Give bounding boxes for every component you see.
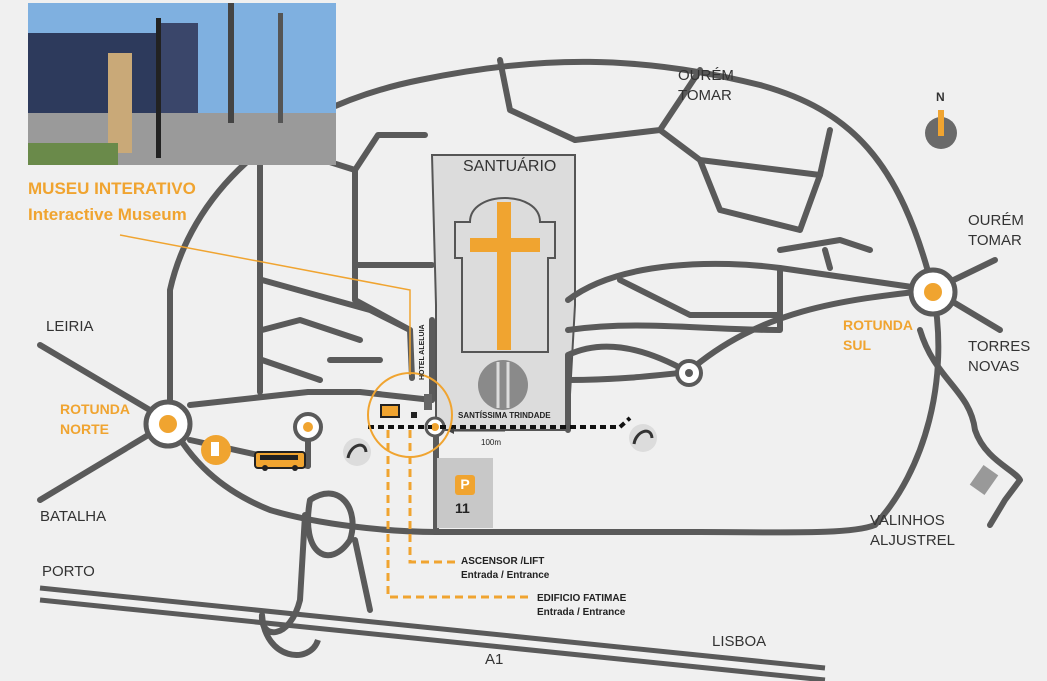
road-to-leiria (37, 342, 173, 425)
road-west-street (187, 389, 435, 408)
hotel-label: HOTEL ALELUIA (419, 324, 426, 380)
compass-letter: N (936, 90, 945, 104)
museum-title-pt: MUSEU INTERATIVO (28, 179, 196, 198)
parking-letter: P (460, 476, 470, 492)
leiria-label: LEIRIA (46, 318, 94, 335)
santissima-trindade-icon (478, 360, 528, 410)
torres-label: TORRES (968, 338, 1031, 355)
ourem-top-label: OURÉM (678, 67, 734, 84)
rotunda-norte-label-2: NORTE (60, 421, 109, 437)
valinhos-label: VALINHOS (870, 512, 945, 529)
fatimae-route (386, 430, 530, 599)
ourem-right-label: OURÉM (968, 212, 1024, 229)
road-bottom-left (167, 419, 439, 535)
walking-route (368, 416, 632, 429)
rotunda-sul-label-2: SUL (843, 337, 871, 353)
distance-label: 100m (481, 438, 502, 447)
rotunda-sul-label-1: ROTUNDA (843, 317, 913, 333)
lift-subtitle: Entrada / Entrance (461, 570, 550, 581)
museum-title-en: Interactive Museum (28, 205, 187, 224)
lisboa-label: LISBOA (712, 633, 767, 650)
lift-route (408, 430, 455, 564)
valinhos-icon (969, 465, 999, 495)
fatimae-title: EDIFICIO FATIMAE (537, 593, 627, 604)
santissima-label: SANTÍSSIMA TRINDADE (458, 411, 551, 420)
museum-pointer-line (119, 234, 411, 375)
highway-a1-top (39, 585, 826, 671)
porto-label: PORTO (42, 563, 95, 580)
rotunda-norte-label-1: ROTUNDA (60, 401, 130, 417)
tomar-top-label: TOMAR (678, 87, 732, 104)
tomar-right-label: TOMAR (968, 232, 1022, 249)
batalha-label: BATALHA (40, 508, 107, 525)
museum-building-icon (380, 404, 400, 418)
cross-vertical (497, 202, 511, 350)
novas-label: NOVAS (968, 358, 1020, 375)
parking-icon (455, 475, 475, 495)
highway-a1-bottom (39, 597, 826, 681)
lift-title: ASCENSOR /LIFT (461, 556, 545, 567)
monument-east-icon (629, 424, 657, 452)
road-to-valinhos (917, 327, 1023, 528)
a1-label: A1 (485, 651, 504, 668)
hotel-building-icon (424, 394, 432, 410)
cross-horizontal (470, 238, 540, 252)
santuario-label: SANTUÁRIO (463, 158, 557, 175)
fatimae-subtitle: Entrada / Entrance (537, 607, 626, 618)
museum-building-photo (28, 3, 336, 165)
parking-number: 11 (455, 500, 470, 516)
aljustrel-label: ALJUSTREL (870, 532, 956, 549)
monument-west-icon (343, 438, 371, 466)
